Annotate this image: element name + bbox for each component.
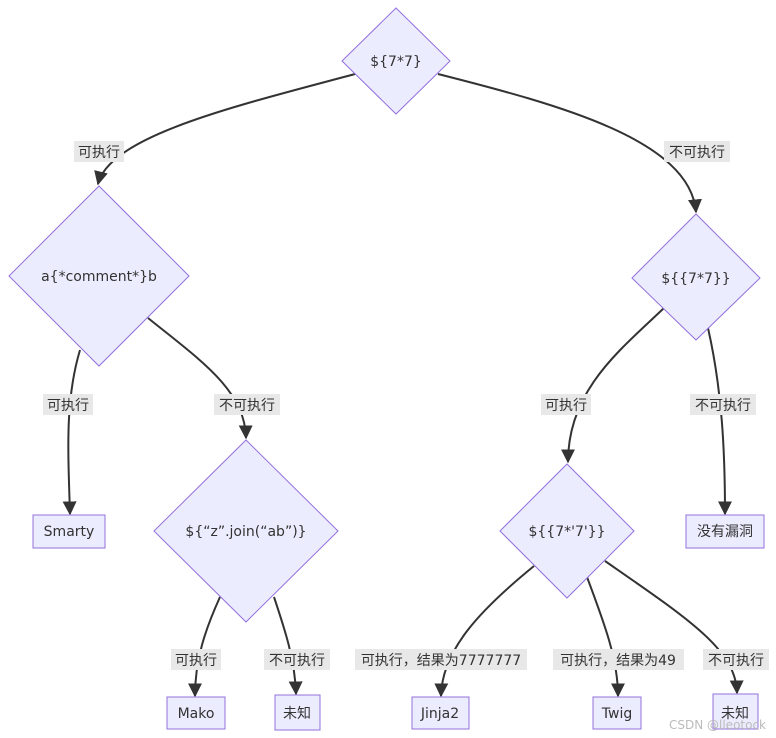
edge-label-str-no: 不可执行: [703, 649, 769, 670]
svg-text:不可执行: 不可执行: [695, 398, 751, 414]
edge-label-comment-yes: 可执行: [43, 394, 93, 415]
edge-label-str-49: 可执行，结果为49: [553, 649, 684, 670]
node-novuln: 没有漏洞: [685, 514, 765, 549]
edge-label-join-yes: 可执行: [171, 649, 221, 670]
svg-text:a{*comment*}b: a{*comment*}b: [41, 269, 157, 285]
edge-label-join-no: 不可执行: [264, 649, 330, 670]
decision-comment: a{*comment*}b: [8, 185, 190, 367]
decision-join: ${“z”.join(“ab”)}: [153, 439, 339, 623]
decision-str: ${{7*'7'}}: [499, 463, 635, 599]
edge-join-to-unknown1: [273, 596, 303, 696]
node-twig: Twig: [592, 696, 642, 730]
edge-root-to-jinja-twig: [437, 73, 702, 214]
node-mako: Mako: [166, 696, 226, 730]
svg-text:可执行: 可执行: [175, 653, 217, 669]
edge-join-to-mako: [188, 596, 221, 698]
svg-text:Twig: Twig: [601, 706, 632, 722]
svg-text:可执行: 可执行: [47, 398, 89, 414]
decision-root: ${7*7}: [341, 7, 451, 115]
svg-text:不可执行: 不可执行: [269, 653, 325, 669]
svg-text:可执行: 可执行: [78, 145, 120, 161]
svg-text:没有漏洞: 没有漏洞: [697, 524, 753, 540]
svg-text:Mako: Mako: [178, 706, 215, 722]
svg-text:可执行，结果为7777777: 可执行，结果为7777777: [361, 653, 521, 669]
edge-root-to-comment: [94, 73, 356, 186]
node-smarty: Smarty: [32, 514, 106, 549]
node-unknown-1: 未知: [274, 694, 321, 731]
svg-text:不可执行: 不可执行: [669, 145, 725, 161]
decision-jinja-twig: ${{7*7}}: [631, 213, 761, 341]
node-jinja2: Jinja2: [411, 696, 470, 730]
edge-label-jinja-twig-yes: 可执行: [541, 394, 591, 415]
svg-text:未知: 未知: [721, 705, 749, 722]
edge-label-root-no: 不可执行: [664, 141, 730, 162]
edge-str-to-jinja2: [434, 565, 535, 698]
edge-label-str-7777777: 可执行，结果为7777777: [355, 649, 527, 670]
edge-label-comment-no: 不可执行: [214, 394, 280, 415]
svg-text:不可执行: 不可执行: [708, 653, 764, 669]
edge-jinja-twig-to-str: [561, 307, 665, 464]
watermark-text: CSDN @lleotock: [669, 718, 766, 732]
edge-comment-to-smarty: [62, 349, 81, 516]
edge-comment-to-join: [147, 317, 253, 440]
edge-label-root-yes: 可执行: [74, 141, 124, 162]
svg-text:可执行: 可执行: [545, 398, 587, 414]
svg-text:可执行，结果为49: 可执行，结果为49: [560, 653, 676, 669]
svg-text:未知: 未知: [283, 705, 311, 722]
svg-text:Smarty: Smarty: [44, 524, 95, 540]
edge-jinja-twig-to-novuln: [707, 327, 732, 516]
svg-text:${{7*7}}: ${{7*7}}: [661, 271, 730, 287]
edge-label-jinja-twig-no: 不可执行: [690, 394, 756, 415]
svg-text:${“z”.join(“ab”)}: ${“z”.join(“ab”)}: [185, 524, 306, 540]
svg-text:${{7*'7'}}: ${{7*'7'}}: [528, 524, 605, 540]
svg-text:不可执行: 不可执行: [219, 398, 275, 414]
edge-str-to-unknown2: [604, 560, 744, 695]
node-unknown-2: 未知: [712, 693, 759, 730]
edge-str-to-twig: [586, 576, 625, 698]
svg-text:Jinja2: Jinja2: [420, 706, 459, 722]
svg-text:${7*7}: ${7*7}: [370, 54, 422, 70]
